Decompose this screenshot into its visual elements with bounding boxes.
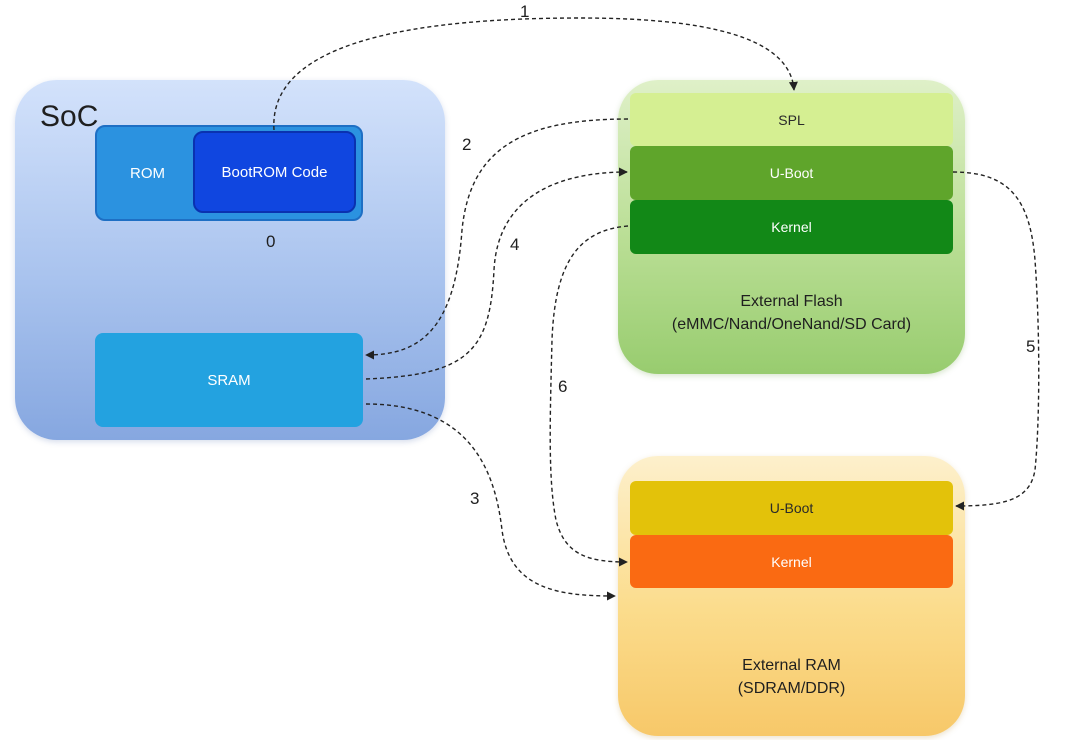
- step-label-6: 6: [558, 377, 568, 396]
- bootrom-code-block: BootROM Code: [193, 131, 356, 213]
- step-label-1: 1: [520, 2, 530, 21]
- external-ram-subtitle: (SDRAM/DDR): [737, 680, 846, 697]
- ram-kernel-label: Kernel: [771, 553, 812, 570]
- flash-spl-block: SPL: [630, 93, 953, 146]
- bootrom-code-label: BootROM Code: [221, 163, 328, 181]
- external-flash-caption: External Flash (eMMC/Nand/OneNand/SD Car…: [618, 290, 965, 336]
- flash-uboot-block: U-Boot: [630, 146, 953, 200]
- ram-uboot-block: U-Boot: [630, 481, 953, 535]
- ram-uboot-label: U-Boot: [769, 500, 814, 516]
- sram-block: SRAM: [95, 333, 363, 427]
- external-flash-title: External Flash: [740, 293, 843, 310]
- external-flash-subtitle: (eMMC/Nand/OneNand/SD Card): [671, 316, 912, 333]
- flash-uboot-label: U-Boot: [769, 165, 814, 181]
- flash-kernel-block: Kernel: [630, 200, 953, 254]
- soc-title: SoC: [40, 100, 99, 133]
- sram-label: SRAM: [207, 371, 251, 389]
- step-label-5: 5: [1026, 337, 1036, 356]
- external-ram-title: External RAM: [742, 657, 841, 674]
- flash-spl-label: SPL: [778, 111, 805, 128]
- step-label-0: 0: [266, 232, 276, 251]
- external-ram-caption: External RAM (SDRAM/DDR): [618, 654, 965, 700]
- step-label-4: 4: [510, 235, 520, 254]
- step-label-3: 3: [470, 489, 480, 508]
- ram-kernel-block: Kernel: [630, 535, 953, 588]
- rom-label: ROM: [130, 164, 165, 182]
- step-label-2: 2: [462, 135, 472, 154]
- flash-kernel-label: Kernel: [771, 219, 812, 235]
